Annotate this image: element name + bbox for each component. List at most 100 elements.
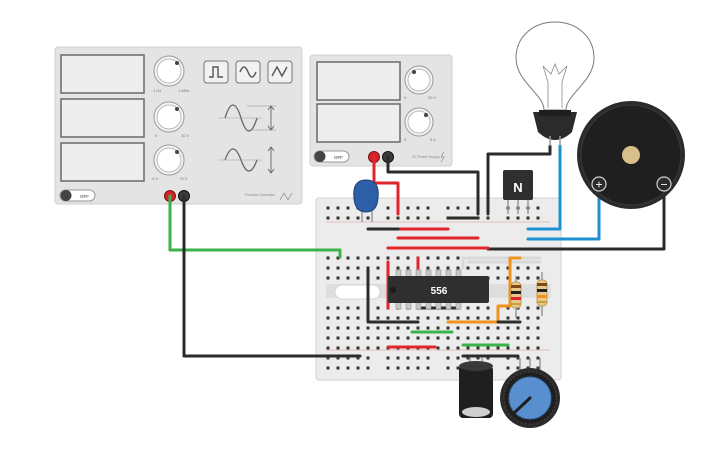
breadboard-hole[interactable] <box>346 336 350 340</box>
breadboard-hole[interactable] <box>456 336 460 340</box>
breadboard-hole[interactable] <box>466 336 470 340</box>
breadboard-hole[interactable] <box>446 206 450 210</box>
breadboard-hole[interactable] <box>366 256 370 260</box>
piezo-buzzer[interactable]: + − <box>577 101 685 209</box>
fg-power-switch[interactable]: OFF <box>59 189 96 202</box>
breadboard-hole[interactable] <box>376 326 380 330</box>
breadboard-hole[interactable] <box>486 346 490 350</box>
jumper-black[interactable] <box>366 266 420 324</box>
breadboard-hole[interactable] <box>456 316 460 320</box>
breadboard-hole[interactable] <box>376 276 380 280</box>
breadboard-hole[interactable] <box>446 256 450 260</box>
breadboard-hole[interactable] <box>416 206 420 210</box>
breadboard-hole[interactable] <box>326 266 330 270</box>
breadboard-hole[interactable] <box>326 216 330 220</box>
breadboard-hole[interactable] <box>426 366 430 370</box>
breadboard-hole[interactable] <box>326 346 330 350</box>
breadboard-hole[interactable] <box>466 326 470 330</box>
breadboard-hole[interactable] <box>336 366 340 370</box>
breadboard-hole[interactable] <box>326 356 330 360</box>
breadboard-hole[interactable] <box>336 306 340 310</box>
breadboard-hole[interactable] <box>526 306 530 310</box>
breadboard-hole[interactable] <box>536 266 540 270</box>
breadboard-hole[interactable] <box>346 326 350 330</box>
breadboard-hole[interactable] <box>526 336 530 340</box>
breadboard-hole[interactable] <box>446 356 450 360</box>
breadboard-hole[interactable] <box>516 326 520 330</box>
breadboard-hole[interactable] <box>386 356 390 360</box>
ps-voltage-knob[interactable] <box>404 65 434 95</box>
breadboard-hole[interactable] <box>486 326 490 330</box>
breadboard-hole[interactable] <box>506 316 510 320</box>
jumper-orange[interactable] <box>446 256 522 324</box>
breadboard-hole[interactable] <box>536 356 540 360</box>
breadboard-hole[interactable] <box>456 206 460 210</box>
breadboard-hole[interactable] <box>516 316 520 320</box>
breadboard-hole[interactable] <box>416 216 420 220</box>
breadboard-hole[interactable] <box>536 366 540 370</box>
breadboard-hole[interactable] <box>516 346 520 350</box>
breadboard-hole[interactable] <box>516 366 520 370</box>
npn-transistor[interactable]: N <box>503 170 533 214</box>
breadboard-hole[interactable] <box>426 356 430 360</box>
breadboard-hole[interactable] <box>436 326 440 330</box>
breadboard-hole[interactable] <box>506 366 510 370</box>
wire-black-buzzer-negative[interactable] <box>486 184 666 251</box>
ceramic-capacitor[interactable] <box>353 179 379 222</box>
breadboard-hole[interactable] <box>376 266 380 270</box>
breadboard-hole[interactable] <box>536 276 540 280</box>
breadboard-hole[interactable] <box>326 256 330 260</box>
breadboard-hole[interactable] <box>356 306 360 310</box>
breadboard-hole[interactable] <box>526 216 530 220</box>
wire-blue-bulb[interactable] <box>526 144 562 231</box>
breadboard-hole[interactable] <box>446 316 450 320</box>
breadboard-hole[interactable] <box>446 336 450 340</box>
breadboard-hole[interactable] <box>396 326 400 330</box>
breadboard-hole[interactable] <box>466 266 470 270</box>
breadboard-hole[interactable] <box>526 366 530 370</box>
breadboard-hole[interactable] <box>526 346 530 350</box>
breadboard-hole[interactable] <box>386 256 390 260</box>
breadboard-hole[interactable] <box>426 316 430 320</box>
breadboard-hole[interactable] <box>406 366 410 370</box>
breadboard-hole[interactable] <box>416 336 420 340</box>
ic-556[interactable]: 556 <box>388 269 489 310</box>
breadboard-hole[interactable] <box>516 336 520 340</box>
breadboard-hole[interactable] <box>336 326 340 330</box>
breadboard-hole[interactable] <box>346 216 350 220</box>
resistor-2[interactable] <box>536 272 548 316</box>
breadboard-hole[interactable] <box>396 216 400 220</box>
breadboard-hole[interactable] <box>406 266 410 270</box>
breadboard-hole[interactable] <box>346 266 350 270</box>
breadboard-hole[interactable] <box>456 256 460 260</box>
breadboard-hole[interactable] <box>436 346 440 350</box>
breadboard-hole[interactable] <box>446 366 450 370</box>
breadboard-hole[interactable] <box>366 346 370 350</box>
fg-frequency-knob[interactable] <box>153 55 185 87</box>
breadboard-hole[interactable] <box>336 266 340 270</box>
wire-black-fg-negative[interactable] <box>182 194 362 358</box>
breadboard-hole[interactable] <box>336 256 340 260</box>
breadboard-hole[interactable] <box>536 336 540 340</box>
breadboard-hole[interactable] <box>406 256 410 260</box>
ps-current-knob[interactable] <box>404 107 434 137</box>
wire-blue-buzzer-positive[interactable] <box>526 184 601 241</box>
breadboard-hole[interactable] <box>356 276 360 280</box>
breadboard-hole[interactable] <box>426 326 430 330</box>
breadboard-hole[interactable] <box>506 326 510 330</box>
breadboard-hole[interactable] <box>346 356 350 360</box>
breadboard-hole[interactable] <box>406 216 410 220</box>
breadboard-hole[interactable] <box>346 316 350 320</box>
breadboard-hole[interactable] <box>376 336 380 340</box>
breadboard-hole[interactable] <box>456 356 460 360</box>
breadboard-hole[interactable] <box>356 216 360 220</box>
breadboard-hole[interactable] <box>386 366 390 370</box>
breadboard-hole[interactable] <box>416 366 420 370</box>
breadboard-hole[interactable] <box>396 356 400 360</box>
breadboard-hole[interactable] <box>326 306 330 310</box>
breadboard-hole[interactable] <box>506 276 510 280</box>
breadboard-hole[interactable] <box>466 356 470 360</box>
buzzer-negative-pin[interactable] <box>656 176 672 192</box>
breadboard-hole[interactable] <box>326 316 330 320</box>
breadboard-hole[interactable] <box>466 316 470 320</box>
